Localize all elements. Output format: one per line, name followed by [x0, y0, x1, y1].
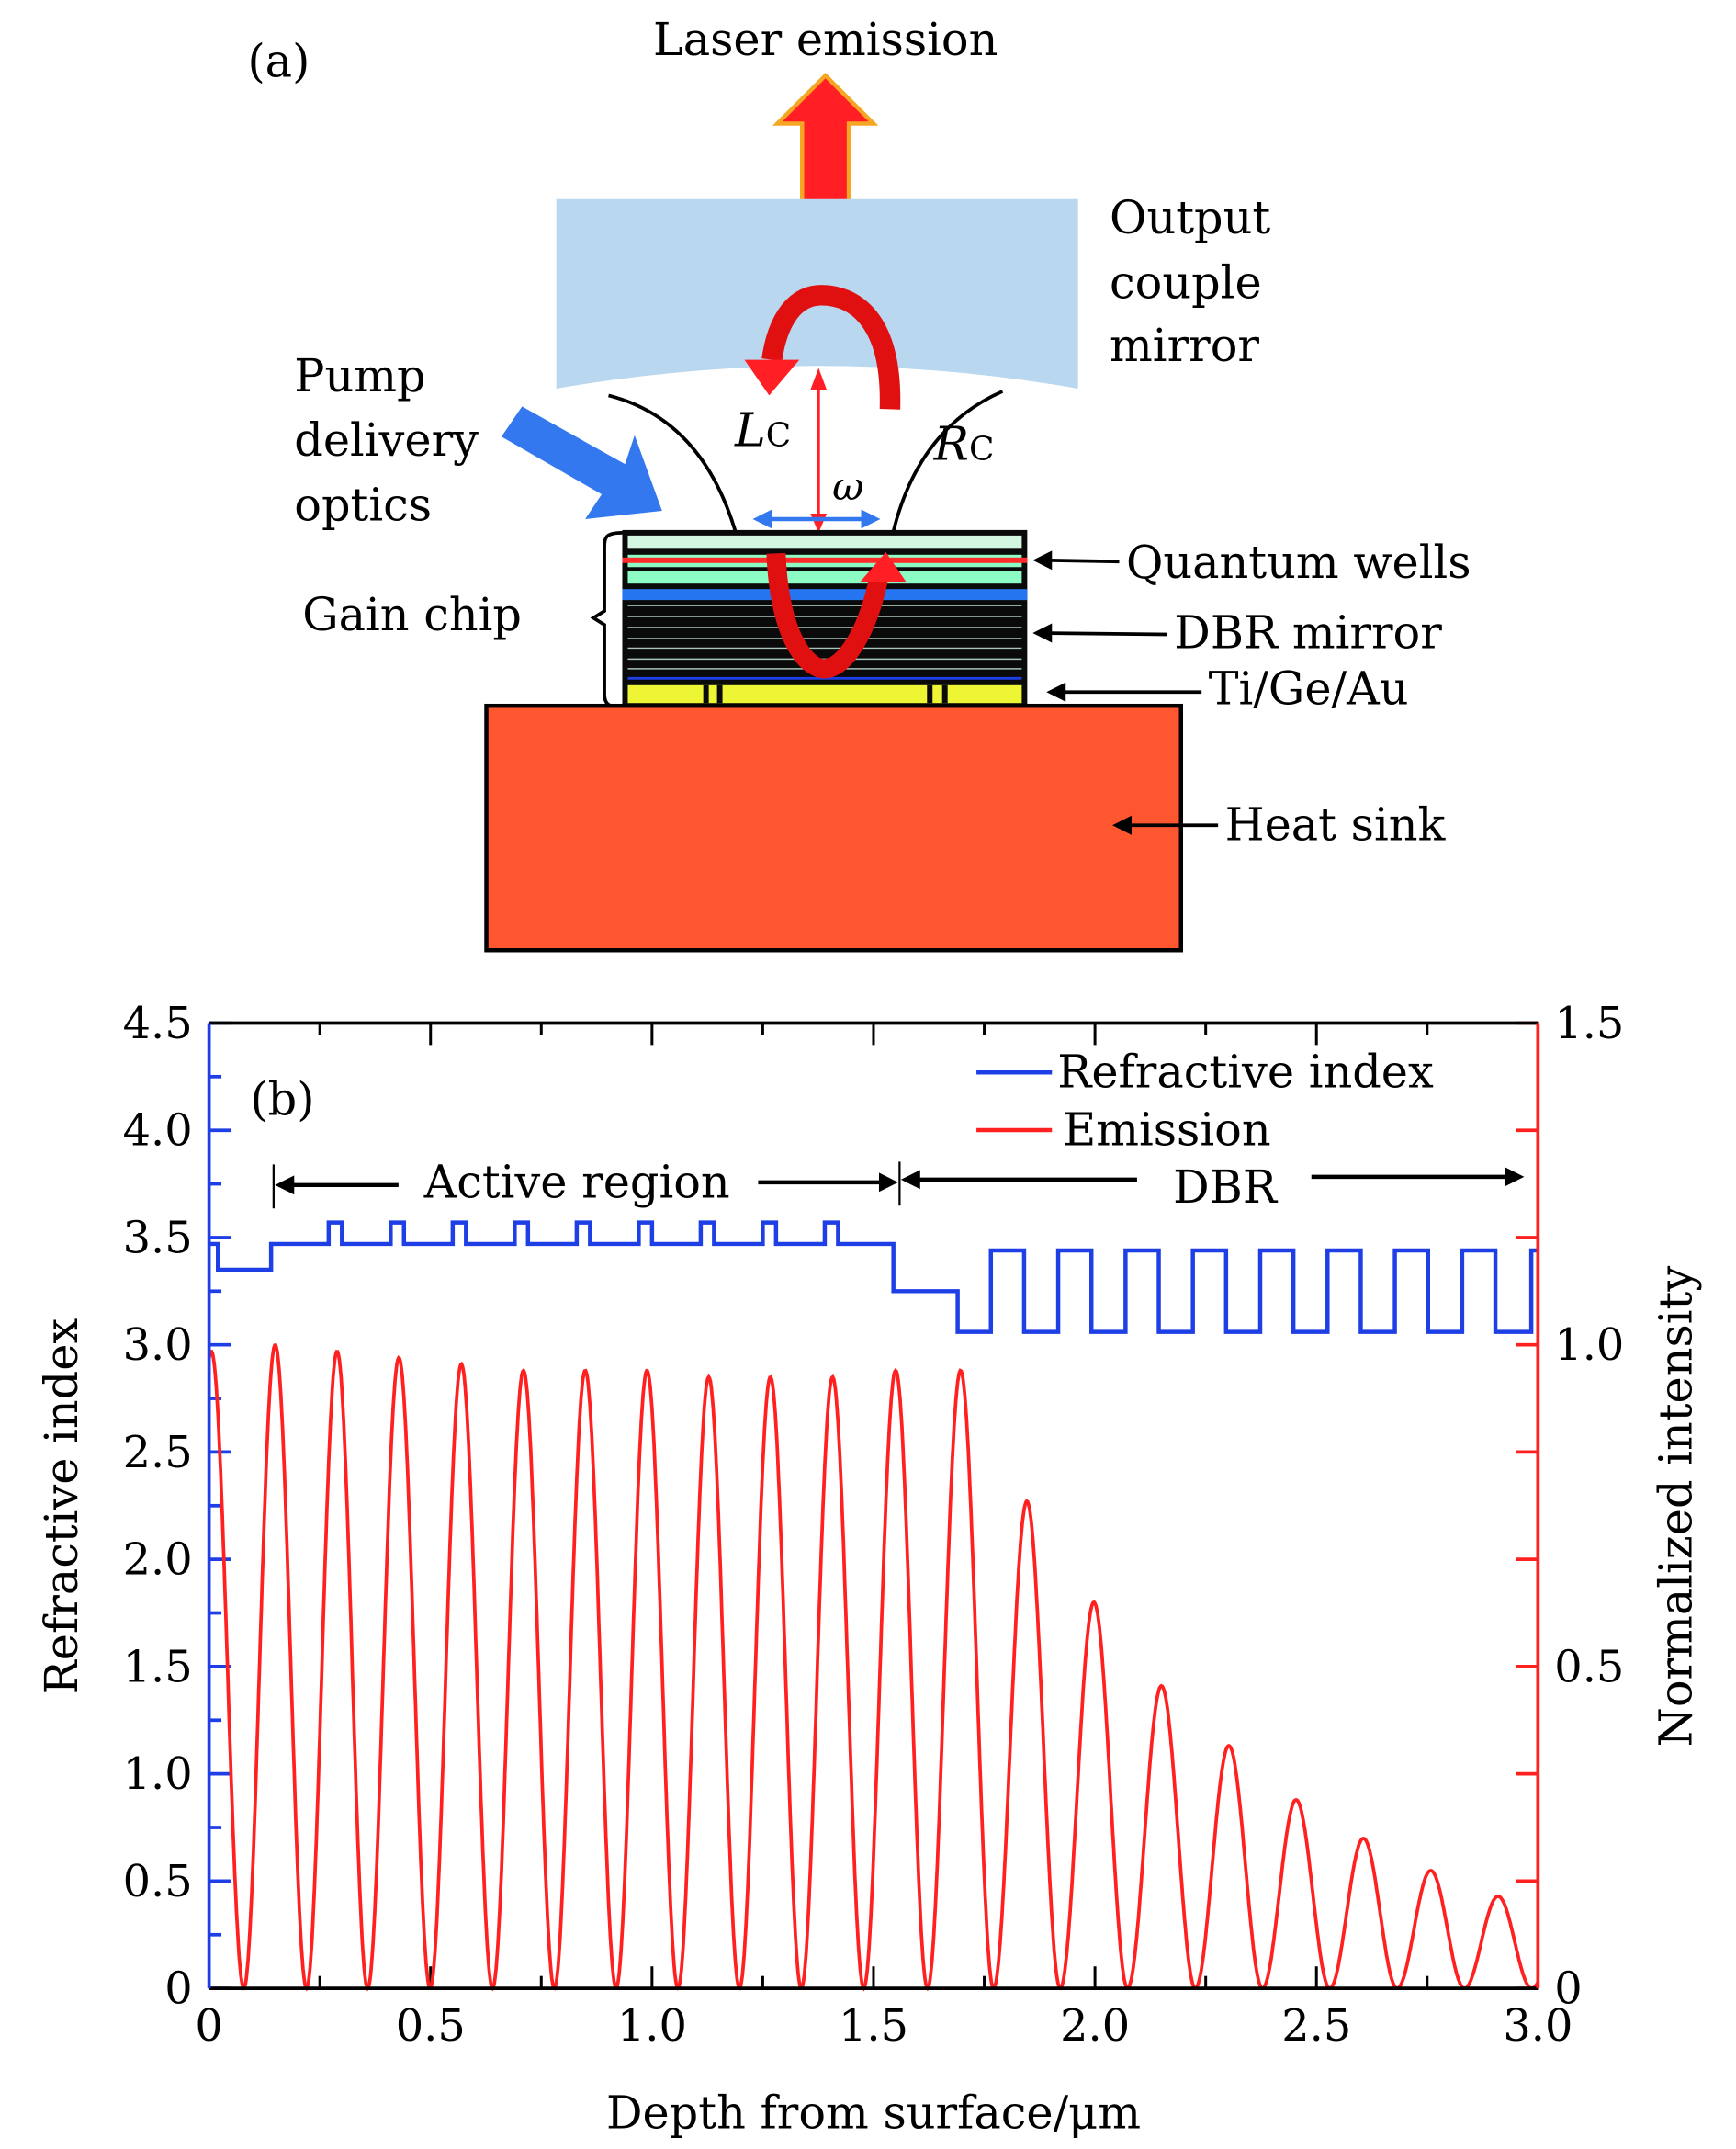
y-tick-label: 1.5	[123, 1642, 193, 1692]
legend-label-refractive-index: Refractive index	[1057, 1046, 1434, 1099]
pump-arrow-icon	[501, 406, 662, 519]
legend-label-emission: Emission	[1063, 1103, 1270, 1156]
y2-tick-label: 0	[1554, 1964, 1582, 2015]
x-tick-label: 2.0	[1060, 2001, 1130, 2052]
y2-tick-label: 0.5	[1554, 1642, 1624, 1692]
y-axis-title: Refractive index	[35, 1318, 88, 1695]
active-region-label: Active region	[423, 1155, 730, 1208]
rc-label: RC	[933, 417, 995, 471]
cavity-round-trip-arrow-icon	[744, 285, 901, 410]
lc-label: LC	[734, 403, 791, 458]
gain-chip	[622, 529, 1028, 707]
y-tick-label: 3.5	[123, 1213, 193, 1263]
heat-sink-label: Heat sink	[1225, 798, 1447, 852]
cavity-length-arrow-icon	[810, 368, 828, 533]
gain-chip-brace	[590, 531, 623, 709]
panel-b-label: (b)	[250, 1073, 314, 1126]
y-tick-label: 4.0	[123, 1106, 193, 1157]
laser-emission-arrow-icon	[772, 73, 879, 206]
chip-round-trip-arrow-icon	[766, 551, 907, 679]
x-tick-label: 0	[195, 2001, 222, 2052]
beam-waist-arrow-icon	[752, 509, 881, 529]
pump-label-3: optics	[294, 478, 432, 531]
legend: Refractive index Emission	[976, 1046, 1434, 1156]
dbr-region-label: DBR	[1173, 1160, 1279, 1214]
gain-chip-label: Gain chip	[302, 588, 522, 641]
y-tick-label: 1.0	[123, 1749, 193, 1800]
heat-sink	[484, 703, 1184, 953]
pump-label-1: Pump	[294, 349, 425, 402]
y-tick-label: 0.5	[123, 1857, 193, 1907]
omega-label: ω	[832, 464, 863, 509]
ti-ge-au-label: Ti/Ge/Au	[1209, 662, 1409, 716]
laser-emission-label: Laser emission	[653, 13, 998, 66]
x-tick-label: 2.5	[1281, 2001, 1351, 2052]
y2-axis-title: Normalized intensity	[1650, 1266, 1703, 1747]
quantum-wells-label: Quantum wells	[1126, 536, 1471, 589]
callout-arrows	[1032, 550, 1219, 835]
x-tick-label: 1.0	[617, 2001, 687, 2052]
output-mirror-label-1: Output	[1110, 191, 1270, 244]
y-tick-label: 3.0	[123, 1320, 193, 1371]
x-axis-title: Depth from surface/μm	[606, 2087, 1141, 2140]
region-annotations	[272, 1161, 1525, 1209]
output-mirror-label-2: couple	[1110, 255, 1262, 309]
y-tick-label: 0	[164, 1964, 192, 2015]
y-tick-label: 2.5	[123, 1428, 193, 1478]
panel-a: (a) Laser emission Output couple mirror …	[247, 13, 1471, 953]
x-tick-label: 1.5	[839, 2001, 908, 2052]
emission-series-line	[207, 1342, 1540, 1992]
y-tick-label: 2.0	[123, 1535, 193, 1586]
dbr-mirror-label: DBR mirror	[1174, 605, 1442, 659]
x-tick-label: 0.5	[396, 2001, 466, 2052]
panel-a-label: (a)	[247, 35, 310, 88]
y2-tick-label: 1.5	[1554, 999, 1624, 1049]
x-tick-label: 3.0	[1503, 2001, 1573, 2052]
y-tick-label: 4.5	[123, 999, 193, 1049]
output-mirror-label-3: mirror	[1110, 319, 1259, 372]
refractive-index-series-line	[209, 1220, 1539, 1334]
pump-label-2: delivery	[294, 413, 479, 467]
y2-tick-label: 1.0	[1554, 1320, 1624, 1371]
